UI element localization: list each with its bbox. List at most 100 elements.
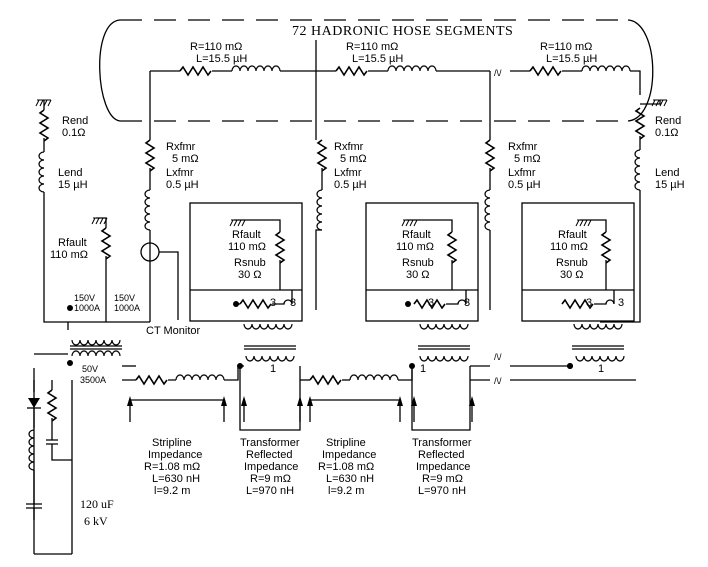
reflected-l2: Reflected (418, 449, 464, 461)
stripline-l1: Stripline (152, 437, 192, 449)
segment-l: L=15.5 µH (196, 53, 247, 65)
box-rsnub: Rsnub (556, 257, 588, 269)
xfmr-r: Rxfmr (334, 141, 364, 153)
stripline-l4: L=630 nH (152, 473, 200, 485)
segment-r: R=110 mΩ (190, 41, 242, 53)
reflected-l3: Impedance (244, 461, 298, 473)
box-rfault-v: 110 mΩ (396, 241, 434, 253)
top-bus (149, 40, 641, 140)
lend-right-name: Lend (655, 167, 679, 179)
rfault-left (91, 217, 111, 322)
xfmr-lv: 0.5 µH (334, 179, 367, 191)
box-turns-a: 3 (586, 297, 592, 309)
segment-l: L=15.5 µH (546, 53, 597, 65)
box-1 (189, 202, 303, 330)
main-xfmr-s1: 150V (74, 293, 95, 303)
title: 72 HADRONIC HOSE SEGMENTS (292, 24, 513, 39)
xfmr-branch-1 (144, 139, 155, 322)
stripline-l5: l=9.2 m (154, 485, 190, 497)
reflected-l4: R=9 mΩ (250, 473, 291, 485)
stripline-l4: L=630 nH (326, 473, 374, 485)
box-turns-a: 3 (428, 297, 434, 309)
source-network (26, 368, 72, 520)
left-end-branch (35, 99, 150, 323)
reflected-l5: L=970 nH (246, 485, 294, 497)
main-xfmr-s2a: 1000A (114, 303, 140, 313)
xfmr-branch-3 (484, 139, 495, 310)
break-mark: /\/ (494, 376, 502, 386)
box-rfault: Rfault (232, 229, 261, 241)
rend-right-value: 0.1Ω (655, 127, 679, 139)
rend-left-value: 0.1Ω (62, 127, 86, 139)
stripline-l5: l=9.2 m (328, 485, 364, 497)
reflected-l4: R=9 mΩ (422, 473, 463, 485)
box-rsnub: Rsnub (234, 257, 266, 269)
rend-left-name: Rend (62, 115, 88, 127)
reflected-l3: Impedance (416, 461, 470, 473)
box-turns-p: 1 (420, 363, 426, 375)
segment-labels: R=110 mΩ L=15.5 µH R=110 mΩ L=15.5 µH R=… (190, 41, 597, 65)
segment-r: R=110 mΩ (540, 41, 592, 53)
break-mark: /\/ (494, 352, 502, 362)
lend-left-name: Lend (58, 167, 82, 179)
dot-2 (409, 363, 415, 369)
break-mark: /\/ (494, 68, 502, 78)
box-turns-p: 1 (270, 363, 276, 375)
stripline-l3: R=1.08 mΩ (318, 461, 374, 473)
xfmr-l: Lxfmr (334, 167, 362, 179)
xfmr-l: Lxfmr (166, 167, 194, 179)
box-rsnub-v: 30 Ω (560, 269, 584, 281)
box-rfault: Rfault (402, 229, 431, 241)
stripline-l1: Stripline (326, 437, 366, 449)
reflected-l5: L=970 nH (418, 485, 466, 497)
box-turns-a: 3 (270, 297, 276, 309)
xfmr-lv: 0.5 µH (166, 179, 199, 191)
xfmr-branch-2 (315, 139, 327, 310)
box-2 (365, 202, 479, 330)
segment-l: L=15.5 µH (352, 53, 403, 65)
impedance-labels: Stripline Impedance R=1.08 mΩ L=630 nH l… (144, 437, 472, 497)
main-transformer (67, 305, 122, 366)
box-turns-b: 3 (464, 297, 470, 309)
xfmr-r: Rxfmr (508, 141, 538, 153)
rend-right-name: Rend (655, 115, 681, 127)
stripline-l2: Impedance (322, 449, 376, 461)
lend-left-value: 15 µH (58, 179, 88, 191)
main-xfmr-s1a: 1000A (74, 303, 100, 313)
hose-segment-boundary (99, 19, 654, 122)
segment-r: R=110 mΩ (346, 41, 398, 53)
xfmr-rv: 5 mΩ (514, 153, 541, 165)
box-rsnub-v: 30 Ω (238, 269, 262, 281)
reflected-l1: Transformer (240, 437, 300, 449)
rfault-left-name: Rfault (58, 237, 87, 249)
stripline-l2: Impedance (148, 449, 202, 461)
box-rsnub-v: 30 Ω (406, 269, 430, 281)
right-end-branch (600, 99, 668, 323)
ct-monitor-label: CT Monitor (146, 325, 201, 337)
box-3 (521, 202, 635, 369)
box-rfault-v: 110 mΩ (228, 241, 266, 253)
capacitor-voltage: 6 kV (84, 514, 108, 528)
box-rfault-v: 110 mΩ (550, 241, 588, 253)
lend-right-value: 15 µH (655, 179, 685, 191)
main-xfmr-pa: 3500A (80, 375, 106, 385)
reflected-l2: Reflected (246, 449, 292, 461)
dot-3 (567, 363, 573, 369)
main-xfmr-s2: 150V (114, 293, 135, 303)
xfmr-l: Lxfmr (508, 167, 536, 179)
box-turns-p: 1 (598, 363, 604, 375)
xfmr-rv: 5 mΩ (172, 153, 199, 165)
xfmr-rv: 5 mΩ (340, 153, 367, 165)
reflected-l1: Transformer (412, 437, 472, 449)
ct-monitor (140, 242, 179, 320)
xfmr-r: Rxfmr (166, 141, 196, 153)
box-rfault: Rfault (558, 229, 587, 241)
stripline-l3: R=1.08 mΩ (144, 461, 200, 473)
core-lines (244, 345, 624, 350)
box-turns-b: 3 (290, 297, 296, 309)
box-rsnub: Rsnub (402, 257, 434, 269)
capacitor-value: 120 uF (80, 497, 114, 511)
xfmr-lv: 0.5 µH (508, 179, 541, 191)
